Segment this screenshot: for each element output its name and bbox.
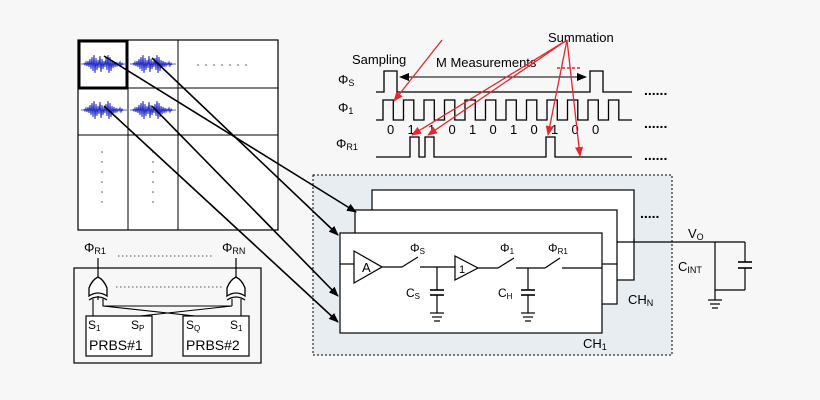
bit-value: 1: [510, 122, 517, 137]
phi-s-waveform: [376, 70, 632, 93]
switch-phi-r1-label: ΦR1: [548, 241, 568, 256]
switch-phi-1-label: Φ1: [500, 241, 515, 256]
bit-value: 0: [387, 122, 394, 137]
channel-stack-ellipsis: .....: [640, 205, 659, 221]
prbs-1-box: [85, 315, 153, 357]
phi-1-waveform: [376, 99, 632, 121]
prbs-outer-box: [73, 267, 262, 364]
switch-phi-r1: [544, 257, 561, 269]
bit-value: 0: [531, 122, 538, 137]
phi-r1-waveform: [376, 136, 632, 158]
chn-label: CHN: [628, 292, 653, 308]
xor-gate-2: [226, 276, 246, 301]
prbs1-port-sp: SP: [131, 318, 144, 333]
buffer-label: 1: [459, 264, 465, 276]
ground-symbol-ch: [521, 312, 535, 322]
prbs-2-label: PRBS#2: [186, 337, 240, 353]
phi-1-signal-name: Φ1: [338, 100, 353, 116]
ground-symbol-cs: [430, 312, 444, 322]
channel-circuit: ..... A ΦS CS 1 Φ1: [312, 174, 752, 356]
summation-label: Summation: [548, 30, 614, 45]
amplifier-label: A: [362, 260, 371, 275]
amplifier-a: [353, 249, 384, 285]
phi-r1-ellipsis: ......: [644, 147, 667, 163]
timing-diagram: Sampling M Measurements Summation ΦS Φ1 …: [336, 30, 667, 163]
prbs-2-box: [182, 315, 250, 357]
waveform-cell-2-1: [81, 100, 127, 120]
prbs-1-label: PRBS#1: [89, 337, 143, 353]
prbs-block: ΦR1 ΦRN: [73, 240, 262, 364]
bit-value: 0: [449, 122, 456, 137]
grid-dots-row-1: [197, 64, 247, 66]
sampling-label: Sampling: [352, 52, 406, 67]
switch-phi-s-label: ΦS: [410, 241, 425, 256]
prbs-phi-rn-label: ΦRN: [222, 240, 245, 256]
red-annotation-arrows: [393, 39, 583, 157]
phi-s-ellipsis: ......: [644, 82, 667, 98]
waveform-cell-1-2: [130, 54, 176, 74]
prbs2-port-s1: S1: [230, 318, 243, 333]
bit-value: 1: [469, 122, 476, 137]
ground-symbol-output: [708, 299, 722, 309]
prbs-phi-r1-label: ΦR1: [84, 240, 106, 256]
ch1-label: CH1: [583, 336, 607, 352]
ch-label: CH: [498, 286, 513, 301]
channel-box-ch1: [339, 232, 603, 334]
prbs2-port-sq: SQ: [186, 318, 200, 333]
waveform-cell-2-2: [130, 100, 176, 120]
sensor-grid: [77, 39, 279, 231]
cs-label: CS: [406, 286, 420, 301]
bit-value: 0: [572, 122, 579, 137]
bit-value: 0: [490, 122, 497, 137]
bit-value: 0: [592, 122, 599, 137]
m-measurements-label: M Measurements: [436, 55, 537, 70]
switch-phi-1: [497, 257, 515, 269]
bit-value: 1: [408, 122, 415, 137]
phi-1-ellipsis: ......: [644, 115, 667, 131]
grid-to-channel-arrows: [103, 55, 357, 323]
prbs-wiring: [92, 296, 242, 318]
grid-dots-col-1: [101, 151, 103, 203]
cint-label: CINT: [678, 259, 702, 275]
phi-s-signal-name: ΦS: [338, 72, 354, 88]
phi-r1-signal-name: ΦR1: [336, 136, 358, 152]
prbs1-port-s1: S1: [88, 318, 101, 333]
vo-label: VO: [688, 226, 704, 242]
switch-phi-s: [401, 256, 419, 268]
unity-buffer: [454, 255, 480, 281]
bit-value: 1: [551, 122, 558, 137]
